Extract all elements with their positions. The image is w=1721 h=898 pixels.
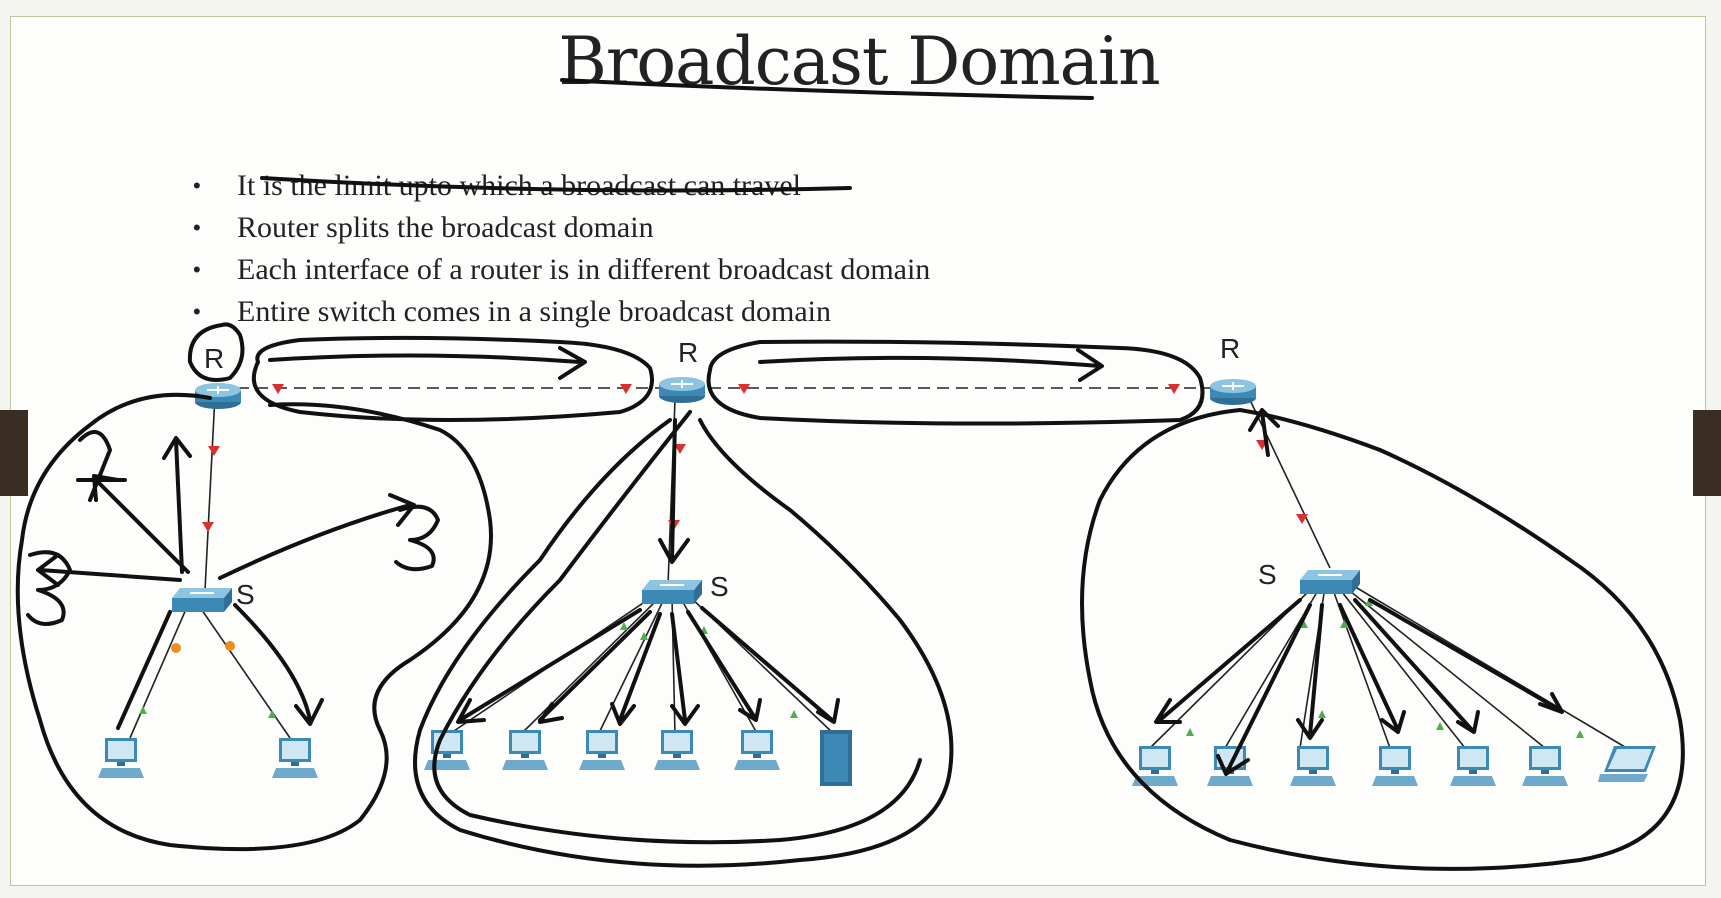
arrow-mid-down <box>658 418 690 564</box>
devices <box>98 376 1656 786</box>
scribble-3-right <box>394 504 440 572</box>
switch-middle-label: S <box>710 571 729 602</box>
bullet-dot-icon: • <box>193 215 201 240</box>
router-middle-icon[interactable] <box>658 376 706 404</box>
link-port-markers <box>139 384 1584 738</box>
router-middle-label: R <box>678 337 698 368</box>
bullet-underline <box>260 176 852 193</box>
pc-icon[interactable] <box>579 730 625 770</box>
arrow-left-down <box>233 603 324 726</box>
pc-icon[interactable] <box>98 738 144 778</box>
switch-left-icon[interactable] <box>172 587 232 613</box>
title-underline <box>560 78 1094 100</box>
arrow-link-1 <box>268 346 587 380</box>
pc-icon[interactable] <box>1450 746 1496 786</box>
domain-link-2 <box>706 339 1205 426</box>
next-slide-tab[interactable] <box>1693 410 1721 496</box>
router-right-label: R <box>1220 333 1240 364</box>
pc-icon[interactable] <box>272 738 318 778</box>
pc-icon[interactable] <box>1290 746 1336 786</box>
scribble-4 <box>76 430 127 502</box>
handwritten-annotations <box>15 78 1685 871</box>
domain-middle-inner <box>432 410 922 845</box>
bullet-text: Entire switch comes in a single broadcas… <box>237 295 832 328</box>
pc-icon[interactable] <box>1372 746 1418 786</box>
router-circle <box>187 322 245 382</box>
domain-left <box>15 392 493 852</box>
domain-right <box>1080 408 1685 871</box>
switch-left-label: S <box>236 579 255 610</box>
domain-link-1 <box>251 335 654 422</box>
switch-right-label: S <box>1258 559 1277 590</box>
arrow-left-up <box>162 436 192 574</box>
slide-title: Broadcast Domain <box>558 23 1160 100</box>
bullet-text: Router splits the broadcast domain <box>237 211 654 244</box>
arrow-left-right <box>218 493 416 580</box>
switch-middle-icon[interactable] <box>642 579 702 605</box>
bullet-dot-icon: • <box>193 173 201 198</box>
device-labels: R R R S S S <box>204 333 1277 610</box>
network-links <box>129 387 1631 751</box>
router-right-icon[interactable] <box>1209 378 1257 406</box>
bullet-item: • It is the limit upto which a broadcast … <box>191 165 930 207</box>
domain-middle <box>413 418 954 868</box>
server-icon[interactable] <box>820 730 852 786</box>
bullet-text: It is the limit upto which a broadcast c… <box>237 169 801 202</box>
previous-slide-tab[interactable] <box>0 410 28 496</box>
arrow-link-2 <box>758 348 1104 382</box>
switch-right-icon[interactable] <box>1300 569 1360 595</box>
arrows-right-fan <box>1154 598 1564 776</box>
bullet-dot-icon: • <box>193 257 201 282</box>
pc-icon[interactable] <box>734 730 780 770</box>
bullet-item: • Router splits the broadcast domain <box>191 207 930 249</box>
bullet-text: Each interface of a router is in differe… <box>237 253 931 286</box>
bullet-dot-icon: • <box>193 299 201 324</box>
arrow-left-diag <box>92 474 190 574</box>
arrows-mid-fan <box>456 606 840 726</box>
pc-icon[interactable] <box>502 730 548 770</box>
bullet-list: • It is the limit upto which a broadcast … <box>191 165 930 333</box>
arrow-right-up <box>1248 408 1280 457</box>
scribble-3-left <box>26 550 72 626</box>
pc-icon[interactable] <box>654 730 700 770</box>
bullet-item: • Each interface of a router is in differ… <box>191 249 930 291</box>
arrow-left-left <box>36 553 182 587</box>
laptop-icon[interactable] <box>1598 746 1656 782</box>
pc-icon[interactable] <box>424 730 470 770</box>
bullet-item: • Entire switch comes in a single broadca… <box>191 291 930 333</box>
router-left-label: R <box>204 343 224 374</box>
arrow-left-pc <box>116 610 172 730</box>
pc-icon[interactable] <box>1522 746 1568 786</box>
